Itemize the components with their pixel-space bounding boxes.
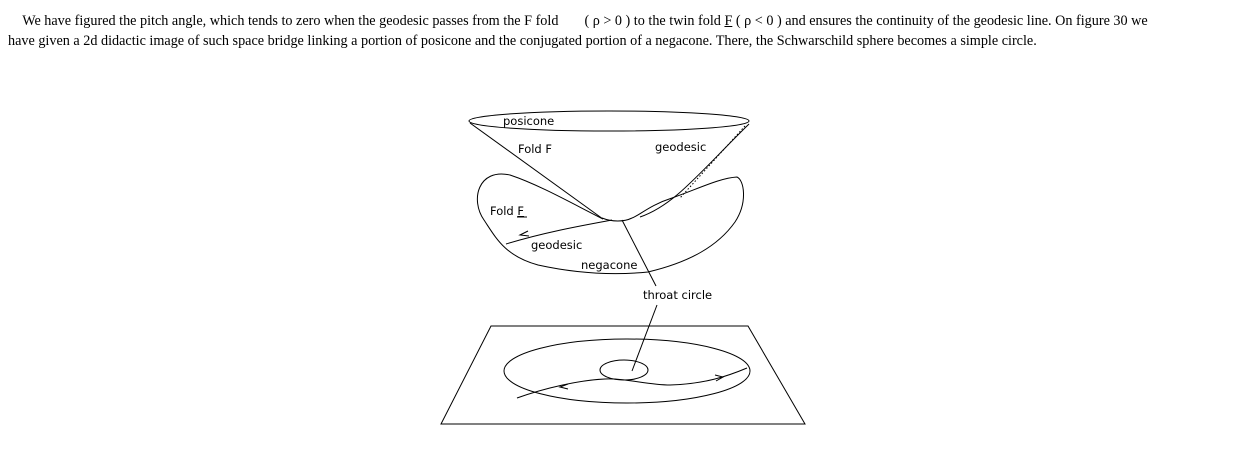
twin-fold-symbol: F [724, 13, 733, 29]
label-fold-fbar-prefix: Fold [490, 204, 517, 218]
line1-part-c: ( ρ < 0 ) and ensures the continuity of … [735, 13, 1148, 29]
line1-part-a: We have figured the pitch angle, which t… [22, 13, 559, 29]
label-geodesic-bottom: geodesic [531, 238, 582, 252]
negacone-geodesic-arrow [518, 230, 530, 237]
negacone-outline [476, 173, 744, 275]
throat-pointer-lower [631, 304, 658, 372]
throat-pointer-upper [621, 219, 657, 287]
bottom-plane [440, 325, 806, 425]
paragraph-line-2: have given a 2d didactic image of such s… [8, 32, 1037, 49]
label-posicone: posicone [503, 114, 554, 128]
posicone-left-side [469, 122, 604, 220]
outer-ring [503, 338, 751, 404]
line1-part-b: ( ρ > 0 ) to the twin fold [584, 13, 721, 29]
body-paragraph: We have figured the pitch angle, which t… [8, 12, 1228, 51]
throat-circle [599, 359, 649, 381]
label-geodesic-top: geodesic [655, 140, 706, 154]
label-fold-fbar: Fold F [490, 204, 524, 218]
label-fold-fbar-letter: F [517, 204, 524, 218]
posicone-geodesic-dotted [679, 125, 746, 199]
plane-geodesic [516, 367, 748, 399]
paragraph-line-1: We have figured the pitch angle, which t… [8, 12, 1228, 32]
saddle-front-ridge [601, 217, 633, 222]
label-throat-circle: throat circle [643, 288, 712, 302]
plane-geodesic-arrow-right [714, 374, 725, 382]
label-fold-f: Fold F [518, 142, 552, 156]
negacone-geodesic [505, 219, 613, 245]
posicone-right-side [639, 123, 750, 218]
plane-geodesic-arrow-left [558, 383, 569, 390]
posicone-rim [468, 110, 750, 132]
label-negacone: negacone [581, 258, 637, 272]
